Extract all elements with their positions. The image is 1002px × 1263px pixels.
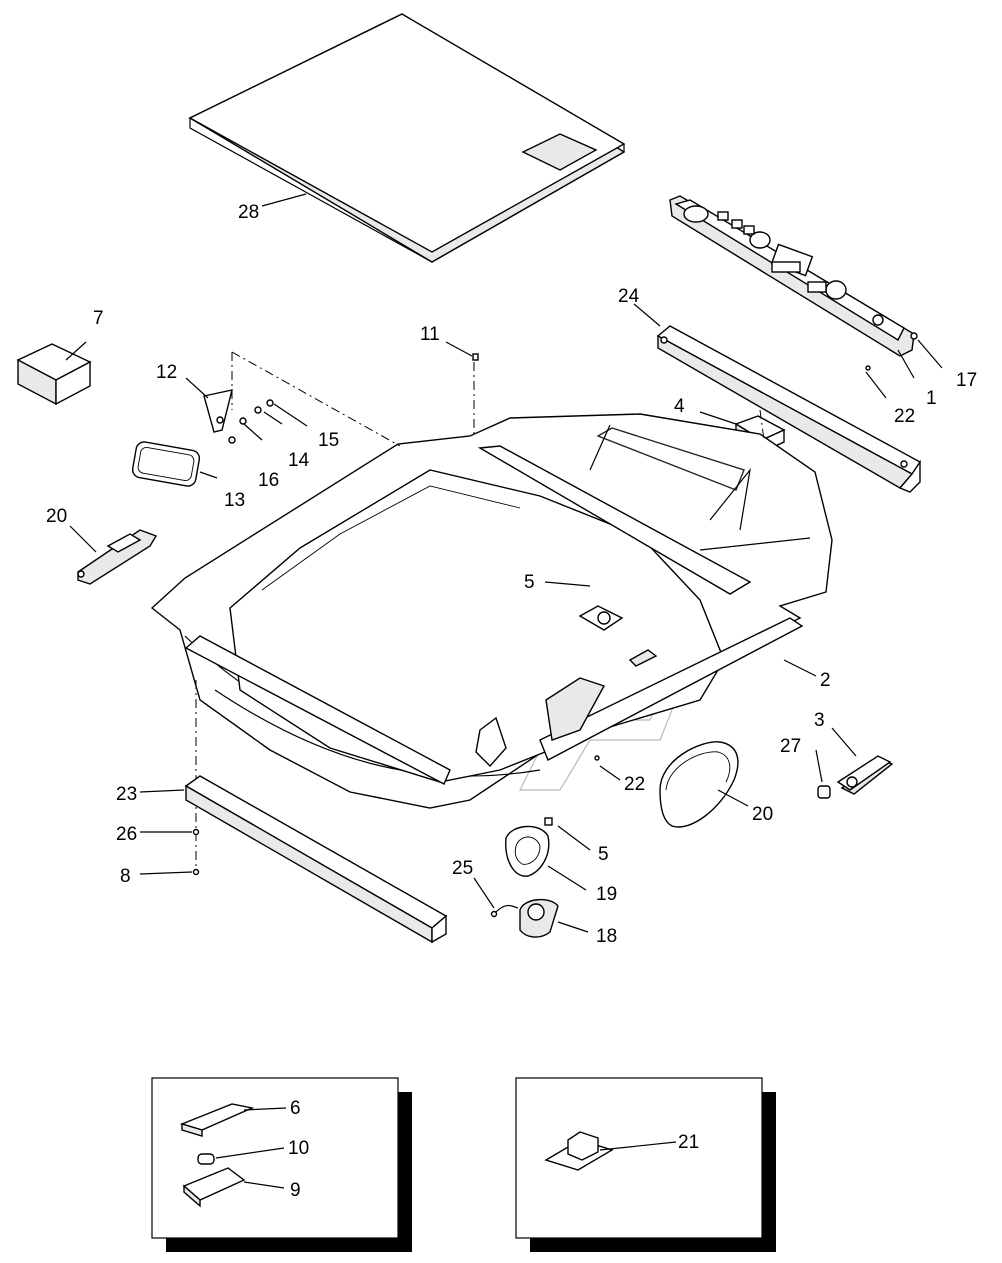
headliner-part <box>150 413 833 809</box>
dome-lamp-right-part <box>659 741 739 828</box>
callout-5-lower: 5 <box>598 844 609 865</box>
callout-8: 8 <box>120 866 131 887</box>
callout-3: 3 <box>814 710 825 731</box>
callout-16: 16 <box>258 470 279 491</box>
switch-plate-part <box>836 755 894 795</box>
callout-27: 27 <box>780 736 801 757</box>
callout-22-upper: 22 <box>894 406 915 427</box>
callout-13: 13 <box>224 490 245 511</box>
callout-4: 4 <box>674 396 685 417</box>
callout-24: 24 <box>618 286 640 307</box>
callout-28: 28 <box>238 202 259 223</box>
callout-10: 10 <box>288 1138 309 1159</box>
callout-22-lower: 22 <box>624 774 645 795</box>
callout-9: 9 <box>290 1180 301 1201</box>
overhead-console-part <box>669 195 915 357</box>
callout-18: 18 <box>596 926 617 947</box>
callout-6: 6 <box>290 1098 301 1119</box>
insulation-mat-part <box>188 13 626 263</box>
callout-20-left: 20 <box>46 506 67 527</box>
rear-rail-part <box>656 325 922 493</box>
callout-17: 17 <box>956 370 977 391</box>
inset-box-module <box>515 1077 776 1252</box>
callout-2: 2 <box>820 670 831 691</box>
callout-1: 1 <box>926 388 937 409</box>
inset-box-lamp <box>151 1077 412 1252</box>
callout-19: 19 <box>596 884 617 905</box>
lamp-frame-part <box>131 441 201 487</box>
callout-14: 14 <box>288 450 310 471</box>
foam-block-part <box>16 343 92 406</box>
callout-5-upper: 5 <box>524 572 535 593</box>
callout-20-right: 20 <box>752 804 773 825</box>
bulb-part <box>817 785 831 799</box>
callout-11: 11 <box>420 324 440 345</box>
callout-7: 7 <box>93 308 104 329</box>
callout-12: 12 <box>156 362 177 383</box>
front-rail-part <box>184 775 448 944</box>
callout-leaders <box>65 193 943 1189</box>
callout-25: 25 <box>452 858 473 879</box>
assembly-leaders <box>195 351 765 870</box>
callout-26: 26 <box>116 824 137 845</box>
lamp-assembly-part <box>490 899 559 938</box>
lamp-bezel-part <box>505 817 553 877</box>
callout-labels: 28 7 11 24 12 4 17 1 22 15 14 16 13 20 5… <box>46 202 977 1201</box>
dome-lamp-left-part <box>77 529 158 585</box>
callout-15: 15 <box>318 430 339 451</box>
callout-23: 23 <box>116 784 137 805</box>
callout-21: 21 <box>678 1132 699 1153</box>
mirror-bracket-part <box>203 389 233 433</box>
